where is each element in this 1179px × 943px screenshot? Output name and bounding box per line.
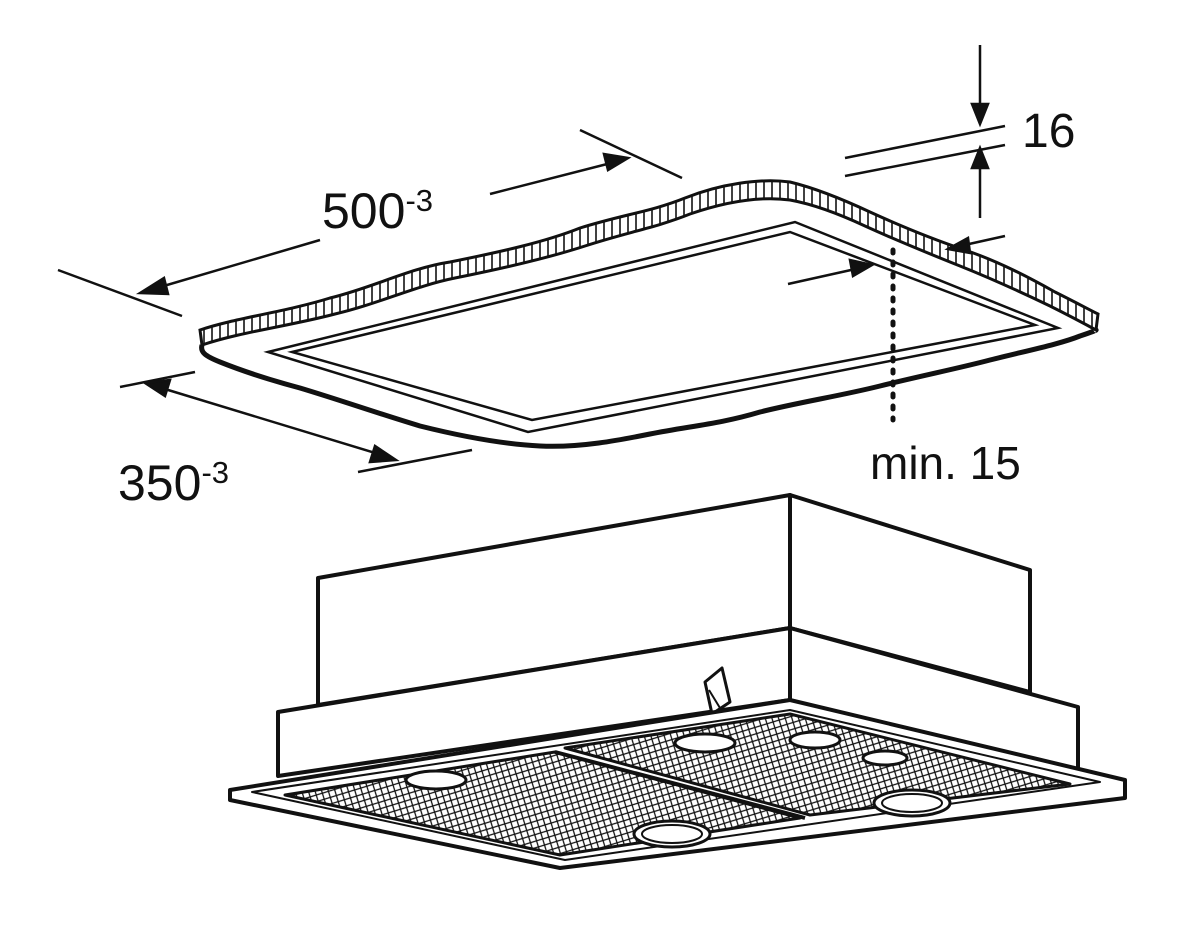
length-arrowhead-right	[602, 152, 632, 172]
filter-handle-rear-right	[861, 749, 909, 767]
filter-divider	[554, 750, 806, 820]
width-arrowhead-bottom	[368, 444, 400, 464]
ceiling-panel	[198, 179, 1100, 449]
length-extension-right	[579, 128, 683, 180]
min-offset-label: min. 15	[870, 437, 1021, 489]
hood-latch	[703, 666, 732, 716]
cutout-inner	[287, 230, 1040, 422]
length-arrow-left	[149, 238, 321, 292]
width-arrow	[154, 384, 386, 458]
width-value: 350	[118, 455, 202, 511]
hood-frame-inner	[251, 709, 1101, 861]
thickness-arrowhead-up	[970, 144, 990, 170]
length-arrow-right	[489, 160, 616, 196]
length-tolerance: -3	[405, 182, 434, 218]
width-tolerance: -3	[201, 454, 230, 490]
hood-latch-edge	[708, 689, 721, 709]
filter-handle-back-left	[404, 769, 468, 791]
min-offset-dimension	[787, 234, 1006, 423]
length-arrowhead-left	[135, 276, 170, 296]
offset-arrowhead-left	[848, 258, 876, 278]
hood-unit	[228, 493, 1127, 870]
filter-handle-rear	[788, 730, 842, 750]
thickness-label: 16	[1022, 105, 1076, 158]
width-extension-bottom	[357, 448, 473, 474]
length-value: 500	[322, 183, 406, 239]
length-extension-left	[57, 268, 183, 318]
offset-arrow-left	[787, 266, 861, 286]
width-dimension	[119, 370, 473, 474]
thickness-line-top	[844, 124, 1006, 160]
length-dimension	[57, 128, 683, 318]
width-extension-top	[119, 370, 196, 389]
panel-outline	[199, 327, 1099, 449]
cutout-outer	[263, 220, 1063, 434]
filter-handle-back-right	[673, 732, 737, 754]
width-label: 350-3	[118, 454, 230, 511]
panel-cut-edge	[198, 179, 1100, 348]
offset-arrowhead-right	[944, 236, 972, 255]
thickness-dimension	[844, 45, 1006, 218]
width-arrowhead-top	[141, 378, 172, 398]
length-label: 500-3	[322, 182, 434, 239]
thickness-arrowhead-down	[970, 102, 990, 128]
filter-handle-front-inner	[641, 824, 703, 844]
filter-handle-right-inner	[881, 793, 943, 813]
